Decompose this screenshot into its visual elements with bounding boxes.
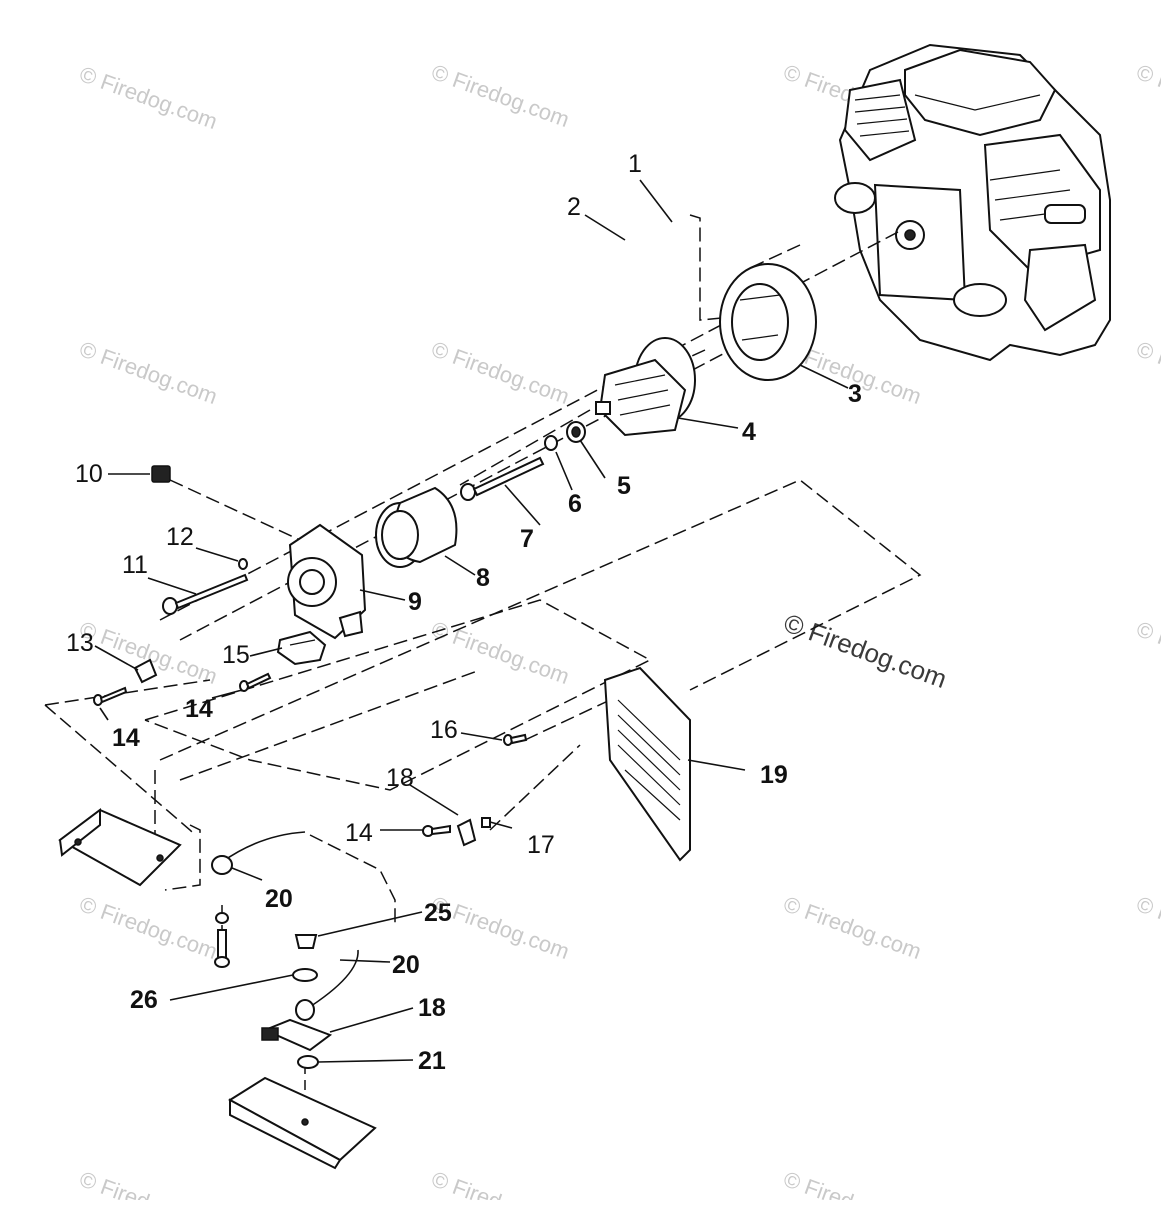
part-19-grille xyxy=(603,666,691,862)
part-12-washer xyxy=(238,558,248,570)
part-7-through-bolt xyxy=(460,456,545,501)
watermark-text: © Firedog.com xyxy=(428,616,572,689)
part-14-screw xyxy=(93,686,128,706)
watermark-text: © Firedog.com xyxy=(76,891,220,964)
mounting-base-plate xyxy=(228,1076,377,1170)
callout-14-lower: 14 xyxy=(345,819,373,847)
callout-labels: 1 2 3 4 5 6 7 8 9 10 11 12 13 14 14 14 1… xyxy=(66,150,862,1075)
callout-13: 13 xyxy=(66,629,94,657)
part-8-armature-sleeve xyxy=(375,486,458,568)
watermark-text: © Firedog.com xyxy=(428,336,572,409)
part-4-stator xyxy=(595,337,696,437)
watermark-text: © Firedog.com xyxy=(1133,891,1161,964)
callout-20-upper: 20 xyxy=(265,885,293,913)
part-9-end-housing xyxy=(287,523,367,640)
watermark-text: © Firedog.com xyxy=(1133,336,1161,409)
part-11-long-bolt xyxy=(162,573,249,615)
part-6-washer xyxy=(544,435,558,451)
part-10-clip xyxy=(151,465,171,483)
callout-4: 4 xyxy=(742,418,756,446)
callout-leaders xyxy=(94,179,849,1063)
part-15-connector xyxy=(276,630,327,666)
lower-fasteners xyxy=(214,912,333,1069)
callout-10: 10 xyxy=(75,460,103,488)
callout-16: 16 xyxy=(430,716,458,744)
part-14-screw xyxy=(239,672,272,692)
callout-3: 3 xyxy=(848,380,862,408)
part-20-ground-cable xyxy=(211,831,359,1021)
part-16-screw xyxy=(503,733,528,746)
watermark-text: © Firedog.com xyxy=(76,61,220,134)
watermark-main: © Firedog.com xyxy=(780,607,951,694)
callout-26: 26 xyxy=(130,986,158,1014)
callout-12: 12 xyxy=(166,523,194,551)
callout-19: 19 xyxy=(760,761,788,789)
callout-6: 6 xyxy=(568,490,582,518)
callout-14-left: 14 xyxy=(112,724,140,752)
callout-8: 8 xyxy=(476,564,490,592)
watermark-text: © Firedog.com xyxy=(780,891,924,964)
callout-15: 15 xyxy=(222,641,250,669)
callout-25: 25 xyxy=(424,899,452,927)
callout-20-lower: 20 xyxy=(392,951,420,979)
callout-1: 1 xyxy=(628,150,642,178)
callout-9: 9 xyxy=(408,588,422,616)
part-17-nut xyxy=(481,817,491,828)
engine-illustration xyxy=(834,43,1111,362)
mounting-bracket-upper xyxy=(58,808,182,887)
watermark-text: © Firedog.com xyxy=(428,59,572,132)
callout-11: 11 xyxy=(122,551,148,579)
callout-7: 7 xyxy=(520,525,534,553)
part-18-clamp xyxy=(456,818,477,847)
callout-18-upper: 18 xyxy=(386,764,414,792)
watermark-text: © Firedog.com xyxy=(428,1166,572,1200)
watermark-text: © Firedog.com xyxy=(780,1166,924,1200)
callout-5: 5 xyxy=(617,472,631,500)
callout-18-lower: 18 xyxy=(418,994,446,1022)
watermark-text: © Firedog.com xyxy=(1133,616,1161,689)
part-3-rotor-ring xyxy=(719,263,817,381)
callout-2: 2 xyxy=(567,193,581,221)
part-13-bracket xyxy=(133,658,158,684)
callout-14-center: 14 xyxy=(185,695,213,723)
watermark-text: © Firedog.com xyxy=(76,336,220,409)
callout-21: 21 xyxy=(418,1047,446,1075)
watermark-text: © Firedog.com xyxy=(76,1166,220,1200)
part-5-washer xyxy=(566,421,586,443)
watermark-text: © Firedog.com xyxy=(1133,59,1161,132)
callout-17: 17 xyxy=(527,831,555,859)
part-14-screw xyxy=(422,824,451,837)
